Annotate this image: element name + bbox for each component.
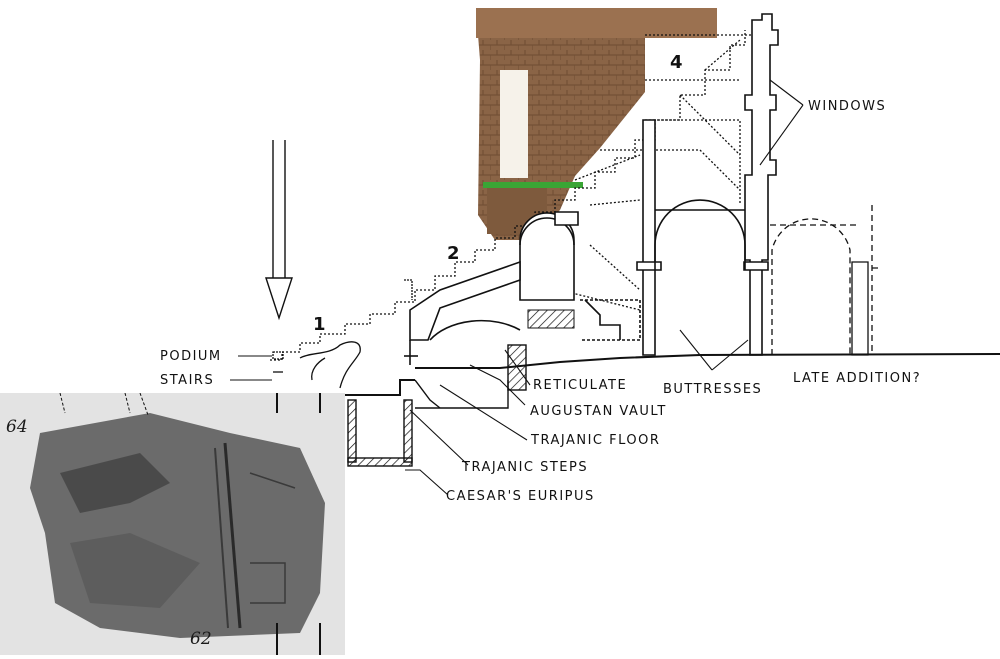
podium-marker bbox=[272, 279, 413, 389]
label-reticulate: RETICULATE bbox=[533, 378, 628, 393]
structure-walls bbox=[404, 13, 779, 365]
label-stairs: STAIRS bbox=[160, 373, 215, 388]
leader-lines bbox=[230, 79, 804, 496]
label-podium: PODIUM bbox=[160, 349, 222, 364]
annotation-64: 64 bbox=[6, 417, 28, 437]
label-number-1: 1 bbox=[313, 314, 326, 335]
label-number-2: 2 bbox=[447, 243, 460, 264]
reticulate-wall bbox=[527, 309, 575, 329]
label-caesars-euripus: CAESAR'S EURIPUS bbox=[446, 489, 595, 504]
label-buttresses: BUTTRESSES bbox=[663, 382, 763, 397]
label-number-4: 4 bbox=[670, 52, 683, 73]
late-addition-pier bbox=[851, 261, 869, 356]
label-augustan-vault: AUGUSTAN VAULT bbox=[530, 404, 667, 419]
subterranean-structure bbox=[347, 344, 527, 467]
label-trajanic-steps: TRAJANIC STEPS bbox=[462, 460, 589, 475]
label-windows: WINDOWS bbox=[808, 99, 887, 114]
fragment-photo-drawing bbox=[0, 393, 345, 655]
masonry-fragment-photo bbox=[476, 8, 717, 240]
label-late-addition: LATE ADDITION? bbox=[793, 371, 922, 386]
ground-line bbox=[345, 353, 1000, 396]
label-trajanic-floor: TRAJANIC FLOOR bbox=[531, 433, 661, 448]
fragment-photo: 64 62 bbox=[0, 393, 345, 655]
annotation-62: 62 bbox=[190, 629, 212, 649]
downward-arrow-icon bbox=[265, 140, 293, 321]
floor-highlight bbox=[483, 182, 583, 188]
